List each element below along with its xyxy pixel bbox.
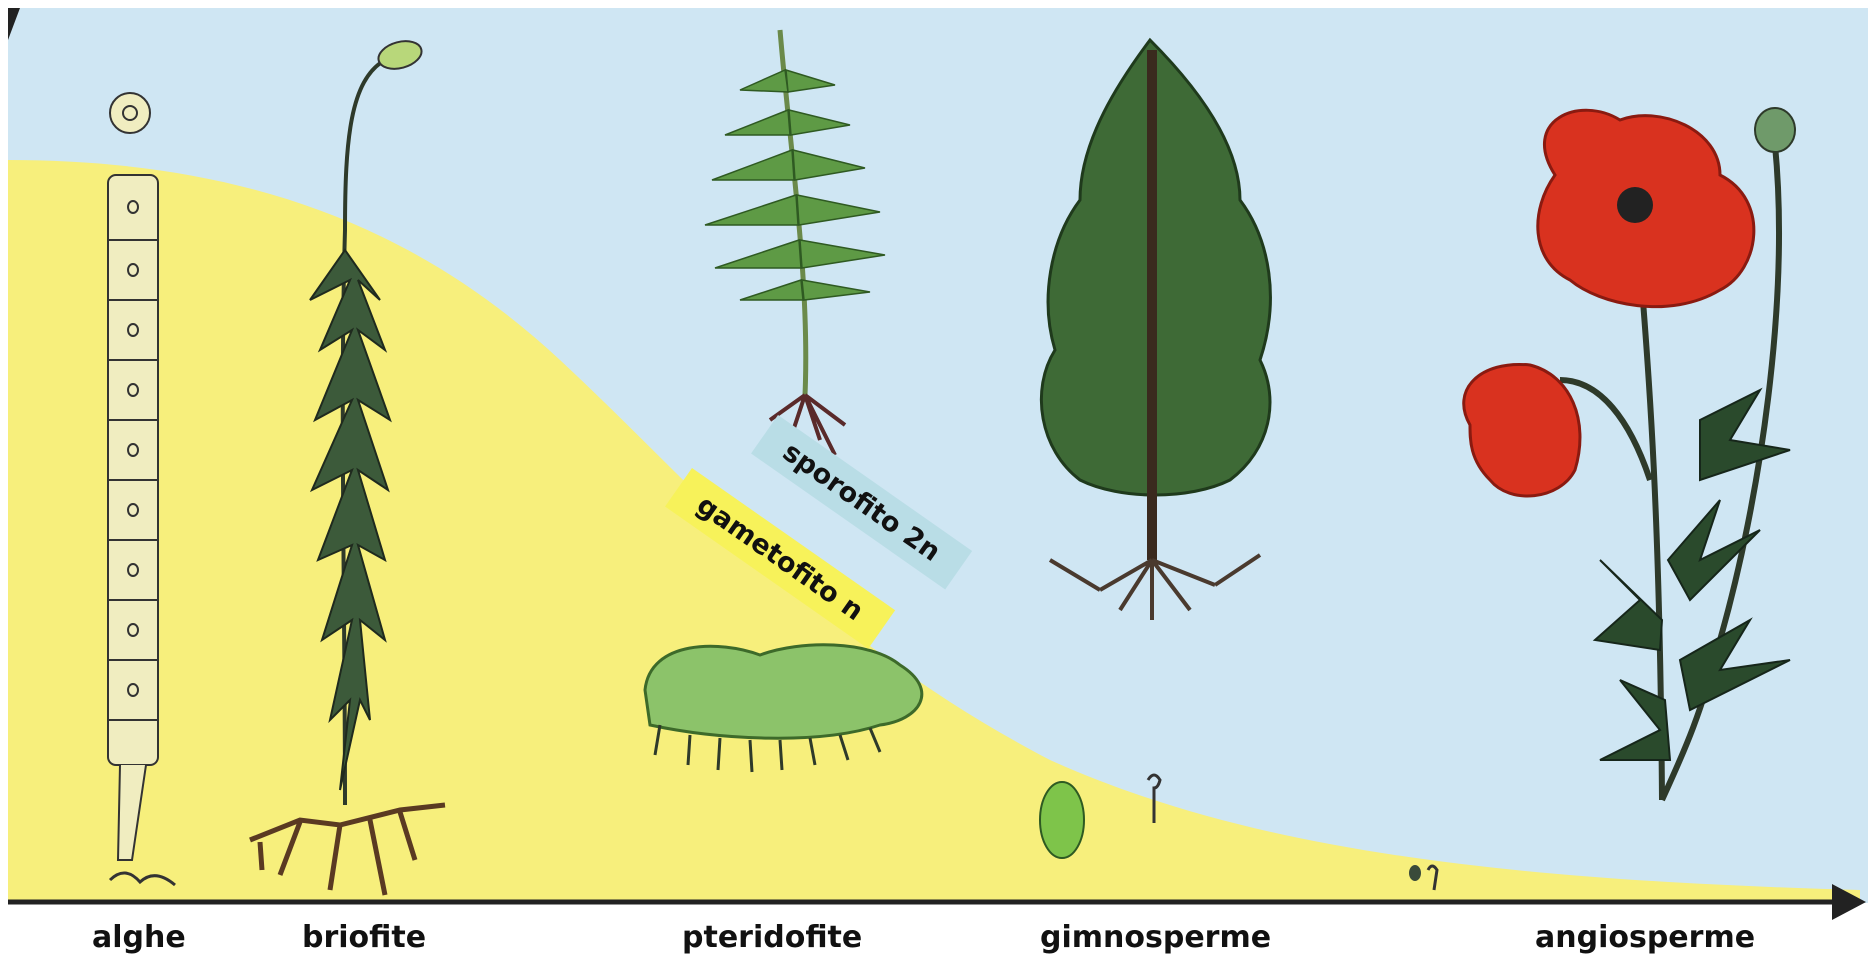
label-briofite: briofite [302,918,426,958]
label-pteridofite: pteridofite [682,918,862,958]
label-angiosperme: angiosperme [1535,918,1755,958]
label-alghe: alghe [92,918,186,958]
label-gimnosperme: gimnosperme [1040,918,1271,958]
